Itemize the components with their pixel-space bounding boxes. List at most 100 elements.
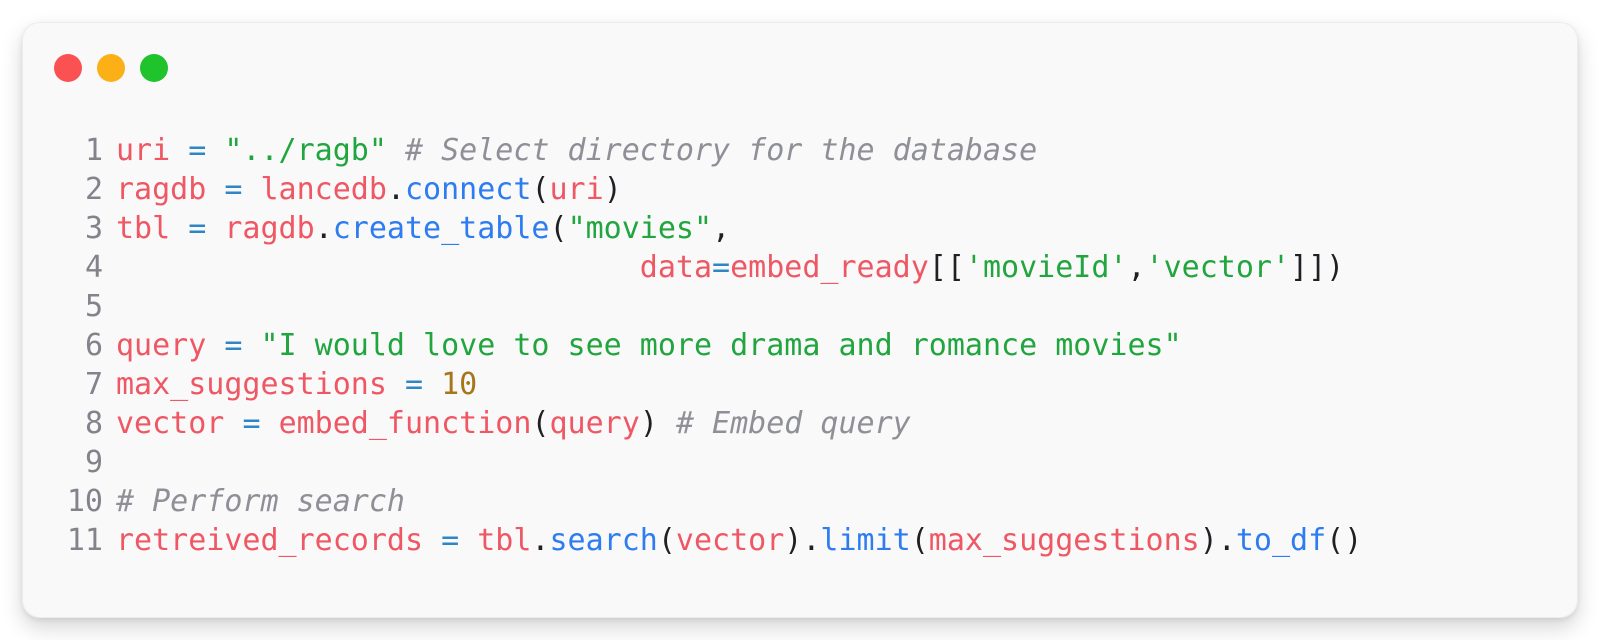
code-token: max_suggestions	[116, 367, 387, 402]
code-token: =	[441, 523, 460, 558]
code-token	[261, 406, 279, 441]
code-token: retreived_records	[116, 523, 424, 558]
line-number: 2	[84, 172, 103, 207]
code-token: ]])	[1290, 250, 1345, 285]
code-token: =	[188, 133, 207, 168]
code-token: vector	[675, 523, 785, 558]
code-line: 5	[59, 287, 1577, 326]
code-text: data=embed_ready[['movieId','vector']])	[116, 248, 1344, 287]
code-token: # Select directory for the database	[405, 133, 1038, 168]
code-text: uri = "../ragb" # Select directory for t…	[116, 131, 1037, 170]
code-token	[206, 328, 224, 363]
code-token: # Embed query	[675, 406, 911, 441]
code-token: .	[386, 172, 405, 207]
code-token: uri	[549, 172, 604, 207]
code-line: 6 query = "I would love to see more drama…	[59, 326, 1577, 365]
code-token: limit	[820, 523, 911, 558]
code-token: query	[549, 406, 640, 441]
code-token: ragdb	[116, 172, 207, 207]
line-number: 4	[84, 250, 103, 285]
code-token: 'movieId'	[964, 250, 1128, 285]
code-token: 10	[441, 367, 478, 402]
line-number: 1	[84, 133, 103, 168]
code-token: data	[639, 250, 713, 285]
code-token: =	[405, 367, 424, 402]
code-token: (	[657, 523, 676, 558]
code-token	[206, 172, 224, 207]
code-token: create_table	[332, 211, 550, 246]
code-window: 1 uri = "../ragb" # Select directory for …	[22, 22, 1578, 618]
code-token: =	[224, 172, 243, 207]
code-token: # Perform search	[116, 484, 405, 519]
code-token	[387, 133, 405, 168]
code-token: embed_ready	[730, 250, 929, 285]
code-token: .	[531, 523, 550, 558]
code-token: [[	[928, 250, 965, 285]
code-text: query = "I would love to see more drama …	[116, 326, 1182, 365]
code-token: lancedb	[260, 172, 387, 207]
code-token: tbl	[116, 211, 171, 246]
code-token: query	[116, 328, 207, 363]
code-token	[116, 250, 640, 285]
code-token: connect	[405, 172, 532, 207]
code-token: .	[314, 211, 333, 246]
code-text: ragdb = lancedb.connect(uri)	[116, 170, 622, 209]
code-token	[423, 367, 441, 402]
code-token: tbl	[477, 523, 532, 558]
code-line: 1 uri = "../ragb" # Select directory for …	[59, 131, 1577, 170]
zoom-button[interactable]	[140, 54, 168, 82]
minimize-button[interactable]	[97, 54, 125, 82]
close-button[interactable]	[54, 54, 82, 82]
code-text: vector = embed_function(query) # Embed q…	[116, 404, 911, 443]
code-text: tbl = ragdb.create_table("movies",	[116, 209, 730, 248]
code-token: (	[549, 211, 568, 246]
code-token	[423, 523, 441, 558]
code-line: 2 ragdb = lancedb.connect(uri)	[59, 170, 1577, 209]
code-token: )	[603, 172, 622, 207]
code-line: 9	[59, 443, 1577, 482]
line-number: 3	[84, 211, 103, 246]
code-token: "../ragb"	[224, 133, 387, 168]
code-token	[170, 133, 188, 168]
code-token: 'vector'	[1145, 250, 1291, 285]
code-token: ).	[1199, 523, 1236, 558]
line-number: 8	[84, 406, 103, 441]
code-token: vector	[116, 406, 225, 441]
code-area[interactable]: 1 uri = "../ragb" # Select directory for …	[23, 131, 1577, 560]
code-token: ,	[712, 211, 731, 246]
code-token	[242, 172, 260, 207]
code-line: 10# Perform search	[59, 482, 1577, 521]
code-token: uri	[116, 133, 171, 168]
line-number: 5	[84, 289, 103, 324]
line-number: 7	[84, 367, 103, 402]
code-token: =	[224, 328, 243, 363]
code-token: ).	[784, 523, 821, 558]
code-token: (	[531, 172, 550, 207]
code-token	[242, 328, 260, 363]
code-token	[170, 211, 188, 246]
code-token: )	[639, 406, 658, 441]
code-text: retreived_records = tbl.search(vector).l…	[116, 521, 1362, 560]
code-token	[224, 406, 242, 441]
code-token: =	[188, 211, 207, 246]
code-token: ,	[1127, 250, 1146, 285]
code-token: (	[531, 406, 550, 441]
code-line: 4 data=embed_ready[['movieId','vector']]…	[59, 248, 1577, 287]
code-token: "movies"	[567, 211, 713, 246]
code-token	[459, 523, 477, 558]
code-text: # Perform search	[116, 482, 405, 521]
code-token	[206, 133, 224, 168]
code-line: 8 vector = embed_function(query) # Embed …	[59, 404, 1577, 443]
code-token: ragdb	[224, 211, 315, 246]
code-token	[658, 406, 676, 441]
code-token: max_suggestions	[928, 523, 1200, 558]
line-number: 6	[84, 328, 103, 363]
code-token: embed_function	[278, 406, 532, 441]
code-token: "I would love to see more drama and roma…	[260, 328, 1182, 363]
code-line: 7 max_suggestions = 10	[59, 365, 1577, 404]
code-line: 3 tbl = ragdb.create_table("movies",	[59, 209, 1577, 248]
code-token: (	[910, 523, 929, 558]
code-token	[206, 211, 224, 246]
code-token: ()	[1326, 523, 1363, 558]
code-text: max_suggestions = 10	[116, 365, 477, 404]
